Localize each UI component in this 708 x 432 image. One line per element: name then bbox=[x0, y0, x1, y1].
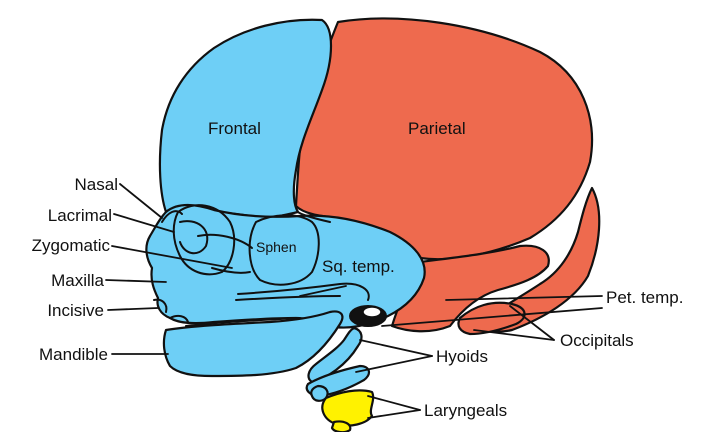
label-sphenoid: Sphen bbox=[256, 239, 296, 255]
label-frontal: Frontal bbox=[208, 119, 261, 138]
label-hyoids: Hyoids bbox=[436, 347, 488, 366]
leader-hyoids-a bbox=[360, 340, 432, 356]
leader-laryngeals-b bbox=[368, 410, 420, 418]
leader-incisive bbox=[108, 308, 158, 310]
label-petrous-temporal: Pet. temp. bbox=[606, 288, 683, 307]
laryngeal-cartilages bbox=[322, 390, 373, 432]
label-mandible: Mandible bbox=[39, 345, 108, 364]
label-lacrimal: Lacrimal bbox=[48, 206, 112, 225]
label-nasal: Nasal bbox=[75, 175, 118, 194]
ear-canal bbox=[350, 306, 386, 326]
label-parietal: Parietal bbox=[408, 119, 466, 138]
label-incisive: Incisive bbox=[47, 301, 104, 320]
label-squamous-temporal: Sq. temp. bbox=[322, 257, 395, 276]
label-maxilla: Maxilla bbox=[51, 271, 104, 290]
label-laryngeals: Laryngeals bbox=[424, 401, 507, 420]
label-occipitals: Occipitals bbox=[560, 331, 634, 350]
leader-hyoids-b bbox=[356, 356, 432, 372]
leader-nasal bbox=[120, 184, 162, 218]
label-zygomatic: Zygomatic bbox=[32, 236, 111, 255]
leader-laryngeals-a bbox=[368, 396, 420, 410]
